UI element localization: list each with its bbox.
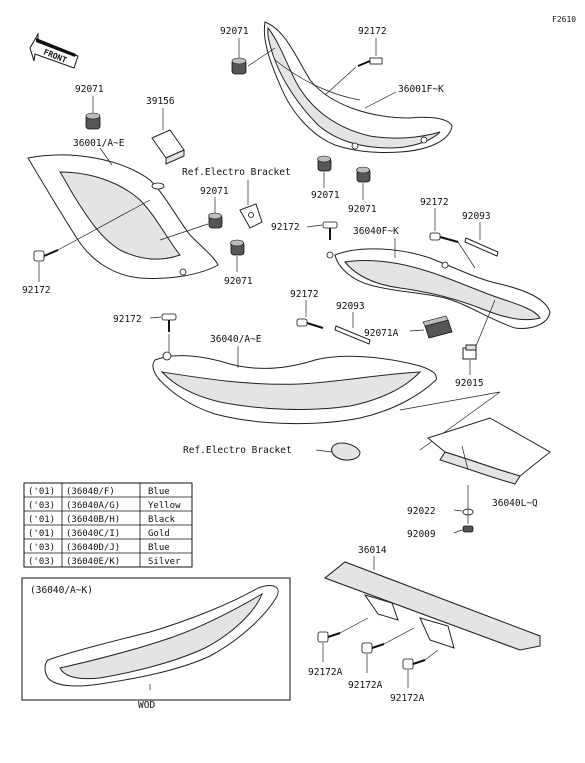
label-36001-a-e: 36001/A~E [73,138,125,149]
color-table: ('01) (36040/F) Blue ('03) (36040A/G) Ye… [23,482,193,568]
label-36040l-q: 36040L~Q [492,498,538,509]
label-92172a-left: 92172A [308,667,343,678]
inset-box: (36040/A~K) WOD [21,577,291,711]
chain-guard-36014 [323,561,542,651]
label-36001f-k: 36001F~K [398,84,444,95]
label-92071-center-upper: 92071 [200,186,229,197]
label-92172-top: 92172 [358,26,387,37]
grommet-92071-center-upper [208,212,223,229]
grommet-92071-mid-left [317,155,332,172]
label-92022: 92022 [407,506,436,517]
label-39156: 39156 [146,96,175,107]
inset-label: (36040/A~K) [30,585,93,596]
table-code-2: (36040A/G) [66,501,120,511]
table-year-4: ('01) [28,529,55,539]
table-year-1: ('01) [28,487,55,497]
label-92071-top: 92071 [220,26,249,37]
label-92071a: 92071A [364,328,399,339]
label-92071-mid-right: 92071 [348,204,377,215]
ref-electro-bracket-label-1: Ref.Electro Bracket [182,167,291,178]
table-color-3: Black [148,515,176,525]
label-92071-left: 92071 [75,84,104,95]
label-92172-left: 92172 [22,285,51,296]
table-color-4: Gold [148,529,170,539]
label-92172a-right: 92172A [390,693,425,704]
label-92015: 92015 [455,378,484,389]
bolt-92172-lower-left [161,313,177,332]
table-year-3: ('01) [28,515,55,525]
label-92172a-middle: 92172A [348,680,383,691]
strip-92093-middle [334,325,371,345]
rear-cover-36040f-k [326,248,551,329]
electro-bracket-2 [331,442,361,461]
electro-bracket-1 [239,203,263,229]
bracket-36040l-q [426,417,551,485]
table-year-5: ('03) [28,543,55,553]
label-92093-right: 92093 [462,211,491,222]
grommet-92071-mid-right [356,166,371,183]
grommet-92071-center-lower [230,239,245,256]
table-code-6: (36040E/K) [66,557,120,567]
table-color-2: Yellow [148,501,181,511]
bolt-92172-top [357,57,383,67]
table-year-6: ('03) [28,557,55,567]
grommet-92071-top [231,57,247,75]
label-92172-lower: 92172 [290,289,319,300]
ref-electro-bracket-label-2: Ref.Electro Bracket [183,445,292,456]
table-code-1: (36040/F) [66,487,115,497]
label-36040f-k: 36040F~K [353,226,399,237]
label-92172-lower-left: 92172 [113,314,142,325]
table-color-1: Blue [148,487,170,497]
table-year-2: ('03) [28,501,55,511]
bolt-92172a-right [402,658,426,670]
bolt-92172-center [322,221,338,240]
label-92071-center-lower: 92071 [224,276,253,287]
label-92172-right: 92172 [420,197,449,208]
figure-id: F2610 [552,15,576,24]
screw-92009 [462,525,474,533]
bolt-92172-right [429,232,459,243]
bolt-92172-left [33,249,59,262]
label-36014: 36014 [358,545,387,556]
table-code-4: (36040C/I) [66,529,120,539]
label-92009: 92009 [407,529,436,540]
side-cover-36001-a-e [27,154,219,279]
table-code-3: (36040B/H) [66,515,120,525]
label-36040-a-e: 36040/A~E [210,334,262,345]
bolt-92172-lower [296,318,324,329]
label-92093-middle: 92093 [336,301,365,312]
side-cover-36040-a-e [152,351,437,425]
bolt-92172a-middle [361,642,385,654]
bolt-92172a-left [317,631,341,643]
damper-92071a [422,315,453,339]
grommet-92071-left [85,112,101,130]
label-92071-mid-left: 92071 [311,190,340,201]
front-arrow-icon: FRONT [29,32,79,69]
clip-92015 [462,344,477,360]
table-code-5: (36040D/J) [66,543,120,553]
label-92172-center: 92172 [271,222,300,233]
inset-caption: WOD [138,700,155,711]
pad-39156 [151,129,185,165]
table-color-5: Blue [148,543,170,553]
strip-92093-right [464,237,499,257]
side-cover-36001f-k [263,21,453,153]
table-color-6: Silver [148,557,181,567]
